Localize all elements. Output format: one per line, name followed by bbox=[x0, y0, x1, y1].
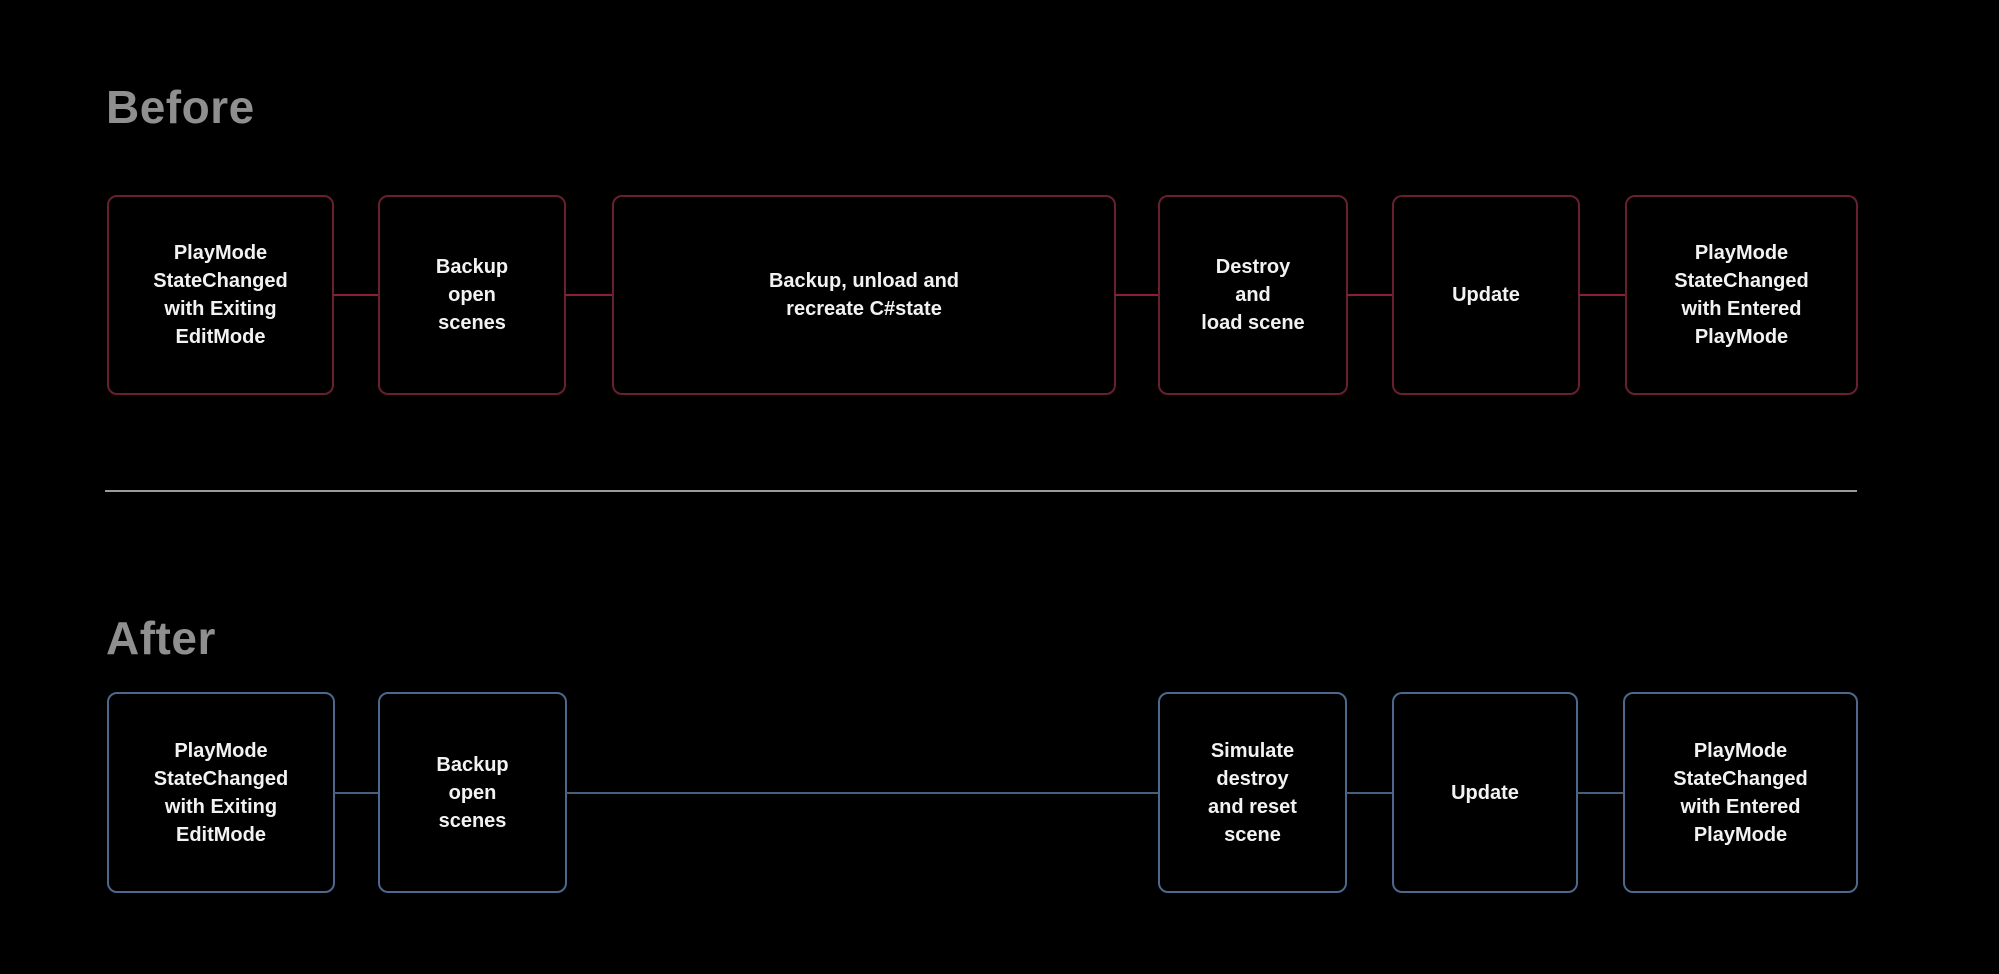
connector-line bbox=[334, 792, 379, 794]
long-connector-line bbox=[566, 792, 1159, 794]
after-step-label: Simulate destroy and reset scene bbox=[1208, 739, 1297, 846]
connector-line bbox=[565, 294, 613, 296]
before-heading: Before bbox=[106, 81, 255, 133]
before-step-playmode-statechanged-entered-box: PlayMode StateChanged with Entered PlayM… bbox=[1625, 195, 1858, 395]
after-step-label: PlayMode StateChanged with Exiting EditM… bbox=[153, 739, 289, 846]
after-step-label: Backup open scenes bbox=[436, 753, 509, 832]
after-step-update-box: Update bbox=[1392, 692, 1578, 893]
before-step-backup-open-scenes-box: Backup open scenes bbox=[378, 195, 566, 395]
after-step-backup-open-scenes-box: Backup open scenes bbox=[378, 692, 567, 893]
section-divider bbox=[105, 490, 1857, 492]
connector-line bbox=[1577, 792, 1624, 794]
after-step-simulate-destroy-reset-box: Simulate destroy and reset scene bbox=[1158, 692, 1347, 893]
before-step-label: Destroy and load scene bbox=[1201, 256, 1305, 334]
connector-line bbox=[1346, 792, 1393, 794]
before-step-label: Update bbox=[1452, 284, 1520, 306]
after-step-label: PlayMode StateChanged with Entered PlayM… bbox=[1673, 739, 1808, 846]
before-step-playmode-statechanged-exiting-box: PlayMode StateChanged with Exiting EditM… bbox=[107, 195, 334, 395]
before-step-update-box: Update bbox=[1392, 195, 1580, 395]
connector-line bbox=[1579, 294, 1626, 296]
after-step-playmode-statechanged-exiting-box: PlayMode StateChanged with Exiting EditM… bbox=[107, 692, 335, 893]
connector-line bbox=[333, 294, 379, 296]
connector-line bbox=[1347, 294, 1393, 296]
before-step-backup-unload-recreate-box: Backup, unload and recreate C#state bbox=[612, 195, 1116, 395]
before-step-label: Backup, unload and recreate C#state bbox=[768, 270, 960, 320]
after-step-label: Update bbox=[1451, 781, 1519, 804]
before-step-label: PlayMode StateChanged with Entered PlayM… bbox=[1674, 242, 1809, 348]
before-step-label: PlayMode StateChanged with Exiting EditM… bbox=[153, 242, 288, 348]
before-step-label: Backup open scenes bbox=[435, 256, 509, 334]
connector-line bbox=[1115, 294, 1159, 296]
after-step-playmode-statechanged-entered-box: PlayMode StateChanged with Entered PlayM… bbox=[1623, 692, 1858, 893]
after-heading: After bbox=[106, 612, 216, 664]
before-step-destroy-load-scene-box: Destroy and load scene bbox=[1158, 195, 1348, 395]
